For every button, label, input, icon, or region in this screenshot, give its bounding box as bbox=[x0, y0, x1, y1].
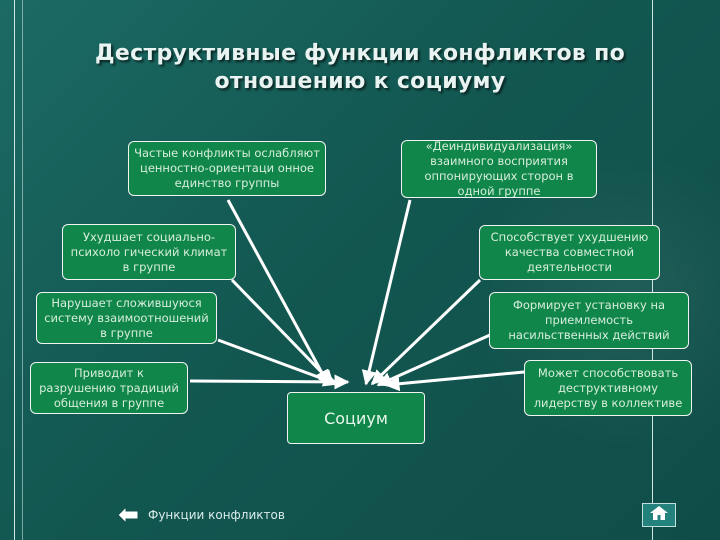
right-item-4: Может способствовать деструктивному лиде… bbox=[524, 360, 692, 416]
left-item-2: Ухудшает социально-психоло гический клим… bbox=[62, 224, 236, 280]
arrow-from-right-1 bbox=[361, 199, 412, 386]
arrow-from-right-2 bbox=[370, 278, 482, 386]
right-item-1: «Деиндивидуализация» взаимного восприяти… bbox=[401, 139, 597, 198]
left-item-4: Приводит к разрушению традиций общения в… bbox=[30, 362, 188, 414]
decor-line-left bbox=[14, 0, 15, 540]
home-icon bbox=[648, 505, 670, 525]
arrow-from-left-4 bbox=[189, 374, 350, 390]
left-item-3: Нарушает сложившуюся систему взаимоотнош… bbox=[36, 292, 217, 344]
left-item-1: Частые конфликты ослабляют ценностно-ори… bbox=[128, 141, 326, 196]
arrow-from-left-1 bbox=[226, 199, 330, 386]
right-item-3: Формирует установку на приемлемость наси… bbox=[489, 292, 689, 349]
home-button[interactable] bbox=[642, 503, 676, 527]
slide-title: Деструктивные функции конфликтов по отно… bbox=[95, 41, 625, 94]
arrow-from-right-4 bbox=[384, 370, 525, 392]
arrow-from-left-3 bbox=[217, 338, 339, 387]
arrow-from-left-2 bbox=[230, 278, 335, 386]
back-link-label: Функции конфликтов bbox=[148, 508, 285, 522]
right-item-2: Способствует ухудшению качества совместн… bbox=[479, 225, 660, 280]
left-arrow-icon bbox=[116, 505, 140, 525]
back-link-functions[interactable]: Функции конфликтов bbox=[116, 505, 285, 525]
center-node-socium: Социум bbox=[287, 392, 425, 444]
decor-line-left-inner bbox=[22, 0, 23, 540]
